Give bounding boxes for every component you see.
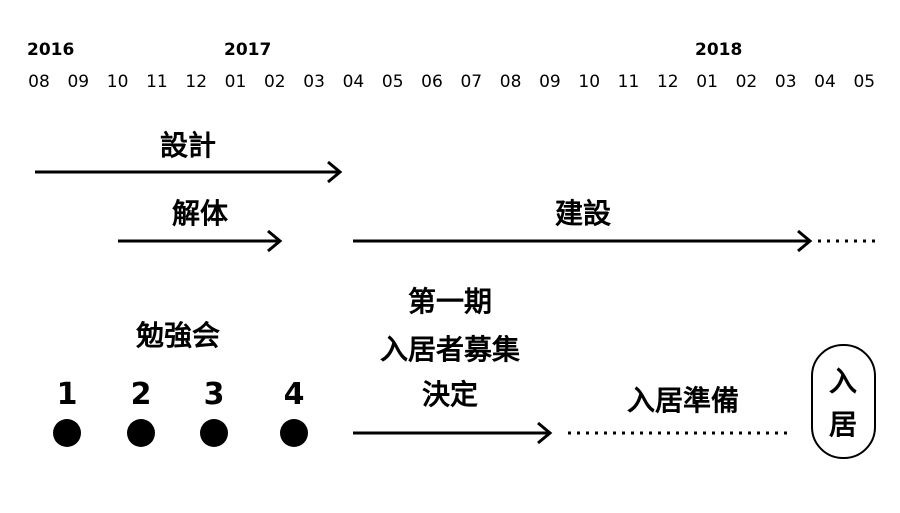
month-label: 12 (657, 72, 679, 92)
move-in-char: 居 (829, 408, 857, 441)
move-in-char: 入 (829, 365, 857, 398)
design-arrow (35, 160, 343, 184)
construction-label: 建設 (555, 197, 612, 230)
demolition-label: 解体 (172, 197, 229, 230)
construction-arrow (353, 229, 876, 253)
move-in-prep-label: 入居準備 (627, 384, 739, 417)
month-label: 08 (500, 72, 522, 92)
month-label: 05 (853, 72, 875, 92)
recruitment-label: 第一期 入居者募集 決定 (380, 285, 520, 411)
session-number: 3 (204, 377, 225, 412)
month-labels: 08 09 10 11 12 01 02 03 04 05 06 07 08 09 10 11 12 01 02 03… (28, 72, 875, 92)
month-label: 03 (775, 72, 797, 92)
month-label: 01 (225, 72, 247, 92)
month-label: 02 (264, 72, 286, 92)
month-label: 10 (578, 72, 600, 92)
month-label: 07 (460, 72, 482, 92)
move-in-badge: 入 居 (811, 344, 876, 459)
month-label: 01 (696, 72, 718, 92)
month-label: 02 (736, 72, 758, 92)
recruitment-arrow (353, 421, 553, 445)
month-label: 11 (146, 72, 168, 92)
study-sessions: 1 2 3 4 (53, 377, 308, 447)
month-label: 09 (539, 72, 561, 92)
session-dot (280, 419, 308, 447)
recruitment-line: 決定 (422, 378, 478, 411)
month-label: 04 (814, 72, 836, 92)
month-label: 10 (107, 72, 129, 92)
demolition-arrow (118, 229, 283, 253)
session-dot (200, 419, 228, 447)
year-label: 2018 (695, 40, 742, 60)
month-label: 03 (303, 72, 325, 92)
session-number: 1 (57, 377, 78, 412)
session-number: 4 (284, 377, 305, 412)
design-label: 設計 (160, 129, 216, 162)
year-label: 2016 (27, 40, 74, 60)
year-label: 2017 (224, 40, 271, 60)
study-sessions-label: 勉強会 (135, 319, 220, 352)
session-dot (53, 419, 81, 447)
recruitment-line: 入居者募集 (380, 333, 520, 366)
month-label: 11 (618, 72, 640, 92)
year-labels: 2016 2017 2018 (27, 40, 742, 60)
month-label: 09 (67, 72, 89, 92)
month-label: 08 (28, 72, 50, 92)
session-number: 2 (131, 377, 152, 412)
session-dot (127, 419, 155, 447)
month-label: 04 (343, 72, 365, 92)
month-label: 12 (185, 72, 207, 92)
month-label: 06 (421, 72, 443, 92)
recruitment-line: 第一期 (408, 285, 492, 318)
month-label: 05 (382, 72, 404, 92)
